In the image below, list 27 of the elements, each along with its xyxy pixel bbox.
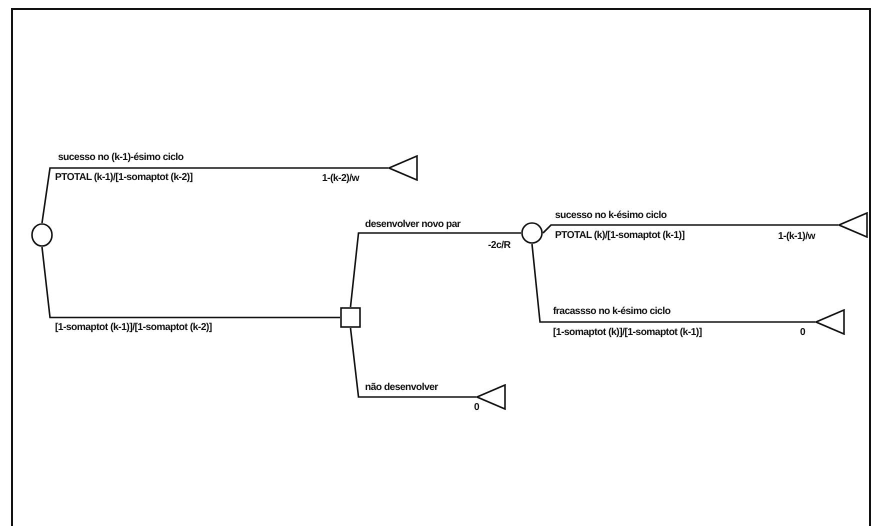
edge-label: sucesso no (k-1)-ésimo ciclo	[58, 152, 184, 164]
payoff-value: 0	[474, 402, 480, 414]
branch-line	[350, 328, 476, 398]
edge-label: desenvolver novo par	[365, 219, 460, 231]
terminal-node-triangle	[815, 309, 845, 335]
terminal-node-triangle	[476, 384, 506, 410]
terminal-node-triangle	[838, 212, 868, 238]
edge-label: sucesso no k-ésimo ciclo	[555, 210, 667, 222]
payoff-value: 1-(k-1)/w	[778, 231, 815, 243]
payoff-value: 0	[800, 327, 806, 339]
edge-label: [1-somaptot (k-1)]/[1-somaptot (k-2)]	[55, 322, 212, 334]
branch-value: PTOTAL (k)/[1-somaptot (k-1)]	[555, 230, 685, 242]
branch-line	[41, 246, 340, 318]
edge-label: fracassso no k-ésimo ciclo	[553, 306, 670, 318]
payoff-value: 1-(k-2)/w	[322, 173, 359, 185]
branch-value: [1-somaptot (k)]/[1-somaptot (k-1)]	[553, 327, 702, 339]
branch-line	[350, 232, 521, 308]
branch-value: PTOTAL (k-1)/[1-somaptot (k-2)]	[55, 172, 193, 184]
branch-line	[531, 244, 815, 323]
decision-node-square	[340, 307, 361, 328]
branch-line	[542, 224, 838, 234]
edge-label: não desenvolver	[365, 382, 438, 394]
branch-value: -2c/R	[488, 240, 510, 252]
chance-node-circle	[31, 223, 53, 247]
branch-line	[41, 167, 388, 224]
terminal-node-triangle	[388, 155, 418, 181]
chance-node-circle	[521, 222, 543, 244]
